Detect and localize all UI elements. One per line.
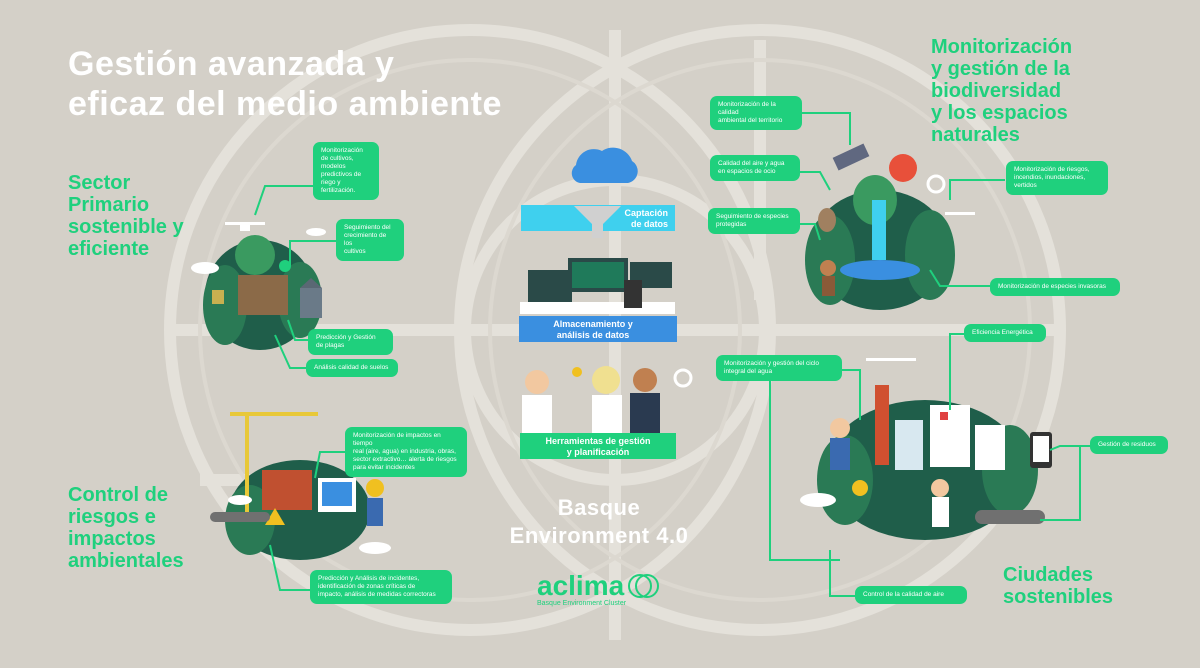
- label-line: de plagas: [316, 342, 345, 349]
- ciudades-line: Ciudades: [1003, 564, 1094, 586]
- label-line: Monitorización de riesgos,: [1014, 166, 1090, 173]
- label-line: en espacios de ocio: [718, 168, 776, 175]
- label-line: identificación de zonas críticas de: [318, 583, 416, 590]
- aclima-subtitle: Basque Environment Cluster: [537, 600, 627, 607]
- page-title: Gestión avanzada y eficaz del medio ambi…: [68, 44, 502, 124]
- captacion-line: Captación: [624, 208, 668, 218]
- biodiversidad-line: y los espacios: [931, 102, 1068, 124]
- label-line: Seguimiento de especies: [716, 213, 789, 220]
- nature-illustration: [805, 143, 975, 310]
- label-monitorizacion-riesgos: Monitorización de riesgos, incendios, in…: [1006, 161, 1108, 195]
- riesgos-line: ambientales: [68, 550, 184, 572]
- label-line: Eficiencia Energética: [972, 329, 1033, 336]
- basque-line: Basque: [557, 495, 641, 520]
- label-line: predictivos de: [321, 171, 362, 178]
- label-line: cultivos: [344, 248, 366, 255]
- label-line: Predicción y Gestión: [316, 334, 376, 341]
- farm-illustration: [191, 222, 326, 350]
- label-line: Control de la calidad de aire: [863, 591, 944, 598]
- section-title-riesgos: Control de riesgos e impactos ambientale…: [68, 484, 184, 572]
- label-line: modelos: [321, 163, 346, 170]
- label-line: Monitorización y gestión del ciclo: [724, 360, 820, 367]
- label-line: crecimiento de los: [344, 232, 387, 247]
- city-illustration: [800, 358, 1052, 540]
- section-title-primario: Sector Primario sostenible y eficiente: [68, 172, 184, 260]
- captacion-label: Captación de datos: [600, 208, 668, 230]
- almacenamiento-label: Almacenamiento y análisis de datos: [522, 319, 664, 341]
- biodiversidad-line: naturales: [931, 124, 1020, 146]
- label-line: ambiental del territorio: [718, 117, 783, 124]
- label-line: real (aire, agua) en industria, obras,: [353, 448, 456, 455]
- label-line: integral del agua: [724, 368, 773, 375]
- label-calidad-ambiental: Monitorización de la calidad ambiental d…: [710, 96, 802, 130]
- riesgos-line: riesgos e: [68, 506, 156, 528]
- label-line: Gestión de residuos: [1098, 441, 1156, 448]
- primario-line: Sector: [68, 172, 131, 194]
- label-line: para evitar incidentes: [353, 464, 415, 471]
- label-line: Monitorización: [321, 147, 363, 154]
- label-line: impacto, análisis de medidas correctoras: [318, 591, 436, 598]
- label-line: Predicción y Análisis de incidentes,: [318, 575, 420, 582]
- center-graphics: [519, 147, 693, 459]
- label-line: riego y: [321, 179, 341, 186]
- label-eficiencia-energetica: Eficiencia Energética: [964, 324, 1046, 342]
- riesgos-line: Control de: [68, 484, 168, 506]
- primario-line: eficiente: [68, 238, 150, 260]
- label-line: incendios, inundaciones,: [1014, 174, 1086, 181]
- industry-illustration: [210, 412, 391, 560]
- label-line: protegidas: [716, 221, 747, 228]
- label-gestion-residuos: Gestión de residuos: [1090, 436, 1168, 454]
- label-monitorizacion-impactos: Monitorización de impactos en tiempo rea…: [345, 427, 467, 477]
- label-line: fertilización.: [321, 187, 356, 194]
- basque-line: Environment 4.0: [509, 523, 689, 548]
- label-line: Seguimiento del: [344, 224, 391, 231]
- primario-line: Primario: [68, 194, 150, 216]
- riesgos-line: impactos: [68, 528, 156, 550]
- biodiversidad-line: biodiversidad: [931, 80, 1062, 102]
- aclima-logo: aclima: [537, 570, 625, 601]
- herramientas-line: y planificación: [566, 447, 630, 457]
- label-monitorizacion-cultivos: Monitorización de cultivos, modelos pred…: [313, 142, 379, 200]
- label-line: de cultivos,: [321, 155, 354, 162]
- title-line-2: eficaz del medio ambiente: [68, 85, 502, 123]
- label-especies-protegidas: Seguimiento de especies protegidas: [708, 208, 800, 234]
- aclima-logo-icon: [628, 574, 659, 598]
- herramientas-label: Herramientas de gestión y planificación: [522, 436, 674, 458]
- label-line: Monitorización de la calidad: [718, 101, 776, 116]
- label-line: sector extractivo… alerta de riesgos: [353, 456, 457, 463]
- label-especies-invasoras: Monitorización de especies invasoras: [990, 278, 1120, 296]
- ciudades-line: sostenibles: [1003, 586, 1114, 608]
- label-seguimiento-cultivos: Seguimiento del crecimiento de los culti…: [336, 219, 404, 261]
- label-prediccion-plagas: Predicción y Gestión de plagas: [308, 329, 393, 355]
- almacenamiento-line: análisis de datos: [556, 330, 630, 340]
- herramientas-line: Herramientas de gestión: [545, 436, 651, 446]
- section-title-ciudades: Ciudades sostenibles: [1003, 564, 1113, 608]
- label-line: Monitorización de impactos en tiempo: [353, 432, 441, 447]
- label-line: Calidad del aire y agua: [718, 160, 785, 167]
- almacenamiento-line: Almacenamiento y: [553, 319, 633, 329]
- biodiversidad-line: Monitorización: [931, 36, 1073, 58]
- label-analisis-suelos: Análisis calidad de suelos: [306, 359, 398, 377]
- label-line: Análisis calidad de suelos: [314, 364, 389, 371]
- captacion-line: de datos: [630, 219, 668, 229]
- basque-environment-title: Basque Environment 4.0: [488, 494, 710, 550]
- biodiversidad-line: y gestión de la: [931, 58, 1070, 80]
- label-calidad-aire-agua: Calidad del aire y agua en espacios de o…: [710, 155, 800, 181]
- label-line: Monitorización de especies invasoras: [998, 283, 1107, 290]
- label-line: vertidos: [1014, 182, 1037, 189]
- title-line-1: Gestión avanzada y: [68, 45, 395, 83]
- primario-line: sostenible y: [68, 216, 184, 238]
- label-prediccion-incidentes: Predicción y Análisis de incidentes, ide…: [310, 570, 452, 604]
- label-calidad-aire-ciudad: Control de la calidad de aire: [855, 586, 967, 604]
- section-title-biodiversidad: Monitorización y gestión de la biodivers…: [931, 36, 1072, 146]
- label-ciclo-agua: Monitorización y gestión del ciclo integ…: [716, 355, 842, 381]
